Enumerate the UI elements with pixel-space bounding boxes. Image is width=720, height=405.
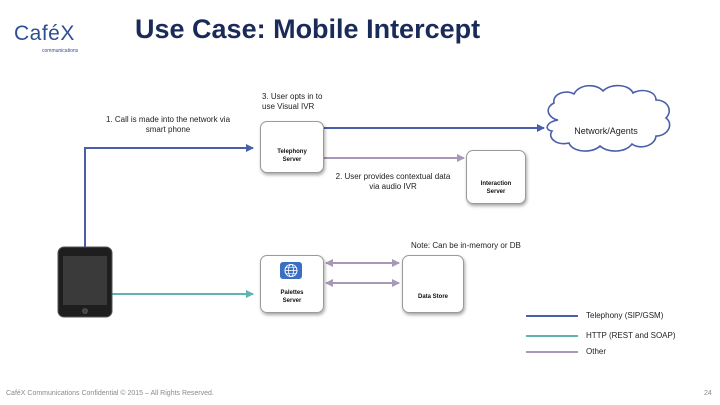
step3-label-line2: use Visual IVR (262, 102, 315, 111)
telephony-server-line1: Telephony (277, 149, 307, 155)
data-store-node: Data Store (402, 255, 464, 313)
telephony-server-node: Telephony Server (260, 121, 324, 173)
data-store-label: Data Store (417, 294, 448, 300)
step1-label-line2: smart phone (145, 125, 191, 134)
legend-http-label: HTTP (REST and SOAP) (586, 331, 676, 340)
step2-label-line2: via audio IVR (369, 182, 417, 191)
step1-label-line1: 1. Call is made into the network via (105, 115, 231, 124)
legend-telephony-label: Telephony (SIP/GSM) (586, 311, 664, 320)
network-agents-label: Network/Agents (574, 126, 638, 136)
logo-subtext: communications (42, 48, 79, 54)
confidential-footer: CaféX Communications Confidential © 2015… (6, 390, 214, 397)
legend-other-label: Other (586, 347, 607, 356)
palettes-server-line2: Server (282, 298, 302, 304)
slide-title: Use Case: Mobile Intercept (135, 14, 481, 44)
step3-label: 3. User opts in to use Visual IVR (262, 92, 352, 112)
globe-icon (280, 262, 302, 279)
page-number: 24 (704, 390, 712, 397)
interaction-server-node: Interaction Server (466, 150, 526, 204)
step2-label-line1: 2. User provides contextual data (335, 172, 451, 181)
palettes-server-line1: Palettes (280, 290, 304, 296)
step1-label: 1. Call is made into the network via sma… (88, 115, 248, 135)
smartphone-icon (57, 246, 113, 318)
step3-label-line1: 3. User opts in to (262, 92, 323, 101)
step2-label: 2. User provides contextual data via aud… (318, 172, 468, 192)
phone-to-telephony-line (84, 144, 254, 248)
telephony-server-line2: Server (282, 157, 302, 163)
logo-text: CaféX (14, 22, 75, 45)
cafex-logo: CaféX communications (14, 22, 98, 62)
network-cloud-shape (546, 84, 671, 152)
interaction-server-line2: Server (486, 189, 506, 195)
storage-note: Note: Can be in-memory or DB (411, 241, 521, 250)
palettes-server-node: Palettes Server (260, 255, 324, 313)
interaction-server-line1: Interaction (480, 181, 512, 187)
